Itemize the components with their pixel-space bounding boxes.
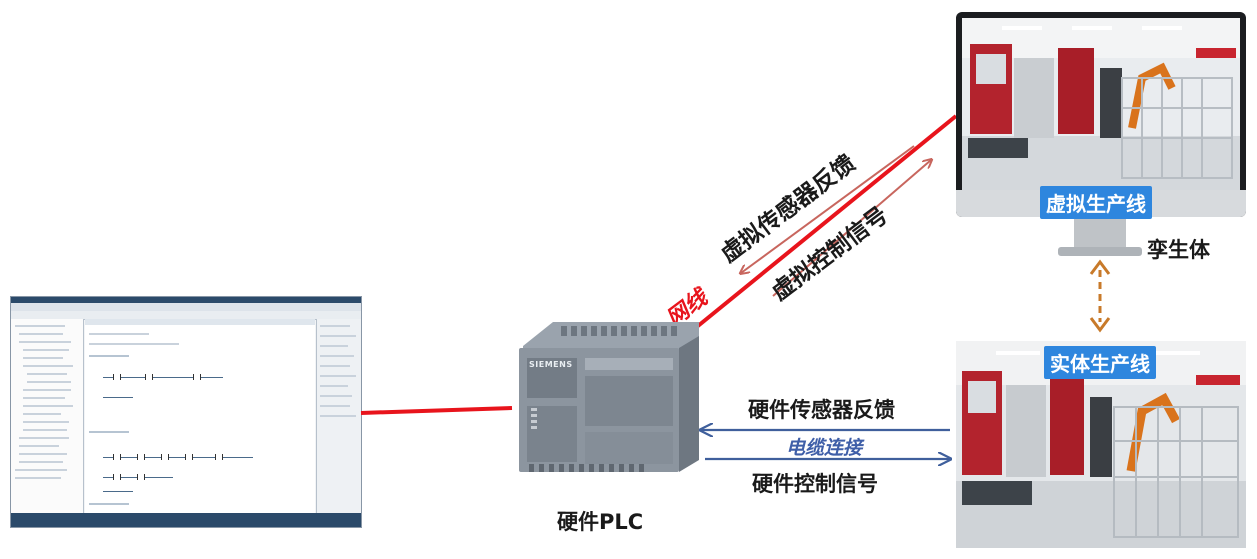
virtual-control-signal-arrow	[772, 160, 931, 297]
virtual-factory-scene	[962, 18, 1240, 190]
hardware-sensor-feedback-label: 硬件传感器反馈	[748, 398, 895, 422]
twin-arrow-up	[1089, 259, 1111, 275]
tia-status-bar	[11, 513, 361, 527]
hardware-plc-device: SIEMENS	[513, 318, 703, 478]
virtual-line-badge: 虚拟生产线	[1040, 186, 1152, 219]
tia-portal-screenshot	[10, 296, 362, 528]
tia-title-bar	[11, 297, 361, 303]
monitor-stand-base	[1058, 247, 1142, 256]
network-cable-diagonal	[691, 114, 958, 332]
twin-arrow-down	[1089, 317, 1111, 333]
cable-connection-label: 电缆连接	[786, 437, 863, 459]
tia-project-tree	[11, 319, 84, 513]
monitor-stand-neck	[1074, 217, 1126, 247]
tia-task-panel	[316, 319, 361, 513]
physical-line-badge: 实体生产线	[1044, 346, 1156, 379]
hardware-plc-label: 硬件PLC	[557, 510, 644, 534]
network-cable-left	[360, 406, 513, 415]
virtual-line-monitor	[956, 12, 1246, 217]
physical-line-photo	[956, 341, 1246, 548]
tia-menu-bar	[11, 303, 361, 311]
hardware-control-signal-label: 硬件控制信号	[752, 472, 878, 496]
tia-ladder-editor	[85, 319, 315, 524]
virtual-sensor-feedback-arrow	[741, 145, 915, 273]
plc-brand-logo: SIEMENS	[529, 360, 573, 369]
twin-label: 孪生体	[1147, 238, 1210, 262]
